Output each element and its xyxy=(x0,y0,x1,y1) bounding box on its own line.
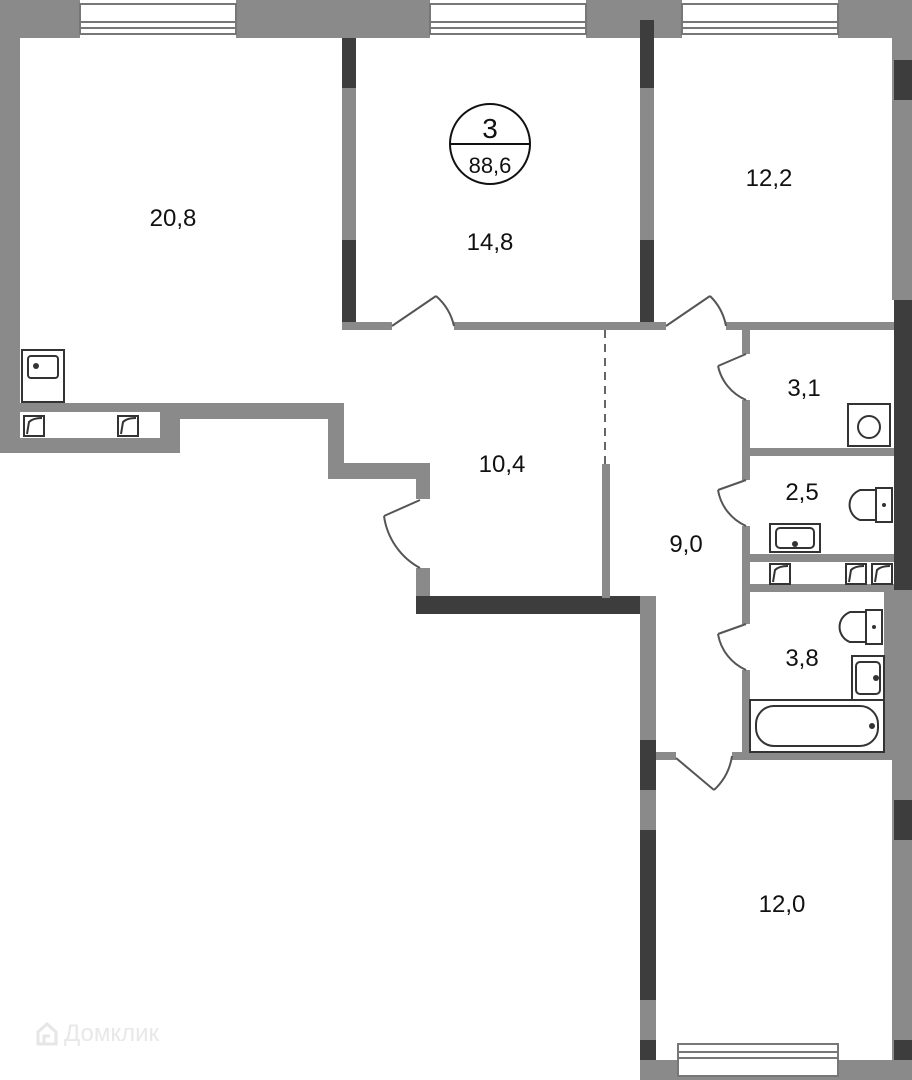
window xyxy=(429,3,587,35)
bathtub-icon xyxy=(749,699,885,753)
room-count: 3 xyxy=(482,113,498,144)
vent-shaft-icon xyxy=(23,415,45,437)
apartment-badge: 3 88,6 xyxy=(449,103,531,185)
door xyxy=(717,479,747,527)
wall xyxy=(602,464,610,598)
room-area-corridor: 9,0 xyxy=(669,531,702,558)
door xyxy=(717,353,747,401)
wall xyxy=(0,0,20,452)
room-area-bedroom-right: 12,2 xyxy=(746,165,793,192)
wall xyxy=(732,752,894,760)
wall xyxy=(342,322,392,330)
door xyxy=(391,295,455,327)
room-area-bedroom-middle: 14,8 xyxy=(467,229,514,256)
wall xyxy=(640,1000,656,1040)
wall xyxy=(894,800,912,840)
wall xyxy=(894,300,912,590)
wall xyxy=(726,322,894,330)
wall xyxy=(236,0,430,38)
wall xyxy=(640,20,654,88)
room-area-hallway: 10,4 xyxy=(479,451,526,478)
vent-shaft-icon xyxy=(117,415,139,437)
toilet-icon xyxy=(838,609,883,645)
watermark: Домклик xyxy=(36,1020,159,1048)
watermark-text: Домклик xyxy=(64,1020,160,1047)
wall xyxy=(742,400,750,464)
room-area-laundry: 3,1 xyxy=(787,375,820,402)
wall xyxy=(640,790,656,830)
wall xyxy=(180,403,344,419)
door xyxy=(383,499,421,569)
vent-shaft-icon xyxy=(871,563,893,585)
wall xyxy=(654,322,666,330)
wall xyxy=(892,0,912,300)
wall xyxy=(742,592,750,624)
room-area-living: 20,8 xyxy=(150,205,197,232)
door xyxy=(717,623,747,671)
wall xyxy=(894,60,912,100)
wall xyxy=(328,403,344,479)
wall xyxy=(640,596,656,746)
wall xyxy=(160,403,180,453)
wall xyxy=(342,240,356,326)
wall xyxy=(328,463,430,479)
window xyxy=(677,1043,839,1077)
house-icon xyxy=(36,1022,58,1046)
room-area-bathroom: 3,8 xyxy=(785,645,818,672)
room-area-bedroom-bottom: 12,0 xyxy=(759,891,806,918)
wall xyxy=(416,463,430,499)
wall xyxy=(454,322,654,330)
door xyxy=(665,295,727,327)
wall xyxy=(742,526,750,624)
window xyxy=(79,3,237,35)
wall xyxy=(838,0,898,38)
vent-shaft-icon xyxy=(769,563,791,585)
wall xyxy=(742,456,750,480)
vent-shaft-icon xyxy=(845,563,867,585)
wall xyxy=(742,584,894,592)
wall xyxy=(342,38,356,88)
room-area-wc: 2,5 xyxy=(785,479,818,506)
washing-machine-icon xyxy=(847,403,891,447)
wall xyxy=(416,596,656,614)
wall xyxy=(586,0,682,38)
wall xyxy=(640,240,654,330)
toilet-icon xyxy=(848,487,893,523)
window xyxy=(681,3,839,35)
total-area: 88,6 xyxy=(469,153,512,178)
wall xyxy=(884,592,894,756)
wall xyxy=(742,554,894,562)
door xyxy=(675,755,733,791)
sink-icon xyxy=(769,523,821,553)
wall xyxy=(742,326,750,354)
wall xyxy=(656,752,676,760)
wall xyxy=(742,670,750,756)
sink-icon xyxy=(21,349,65,403)
wall xyxy=(742,448,894,456)
sink-icon xyxy=(851,655,885,701)
